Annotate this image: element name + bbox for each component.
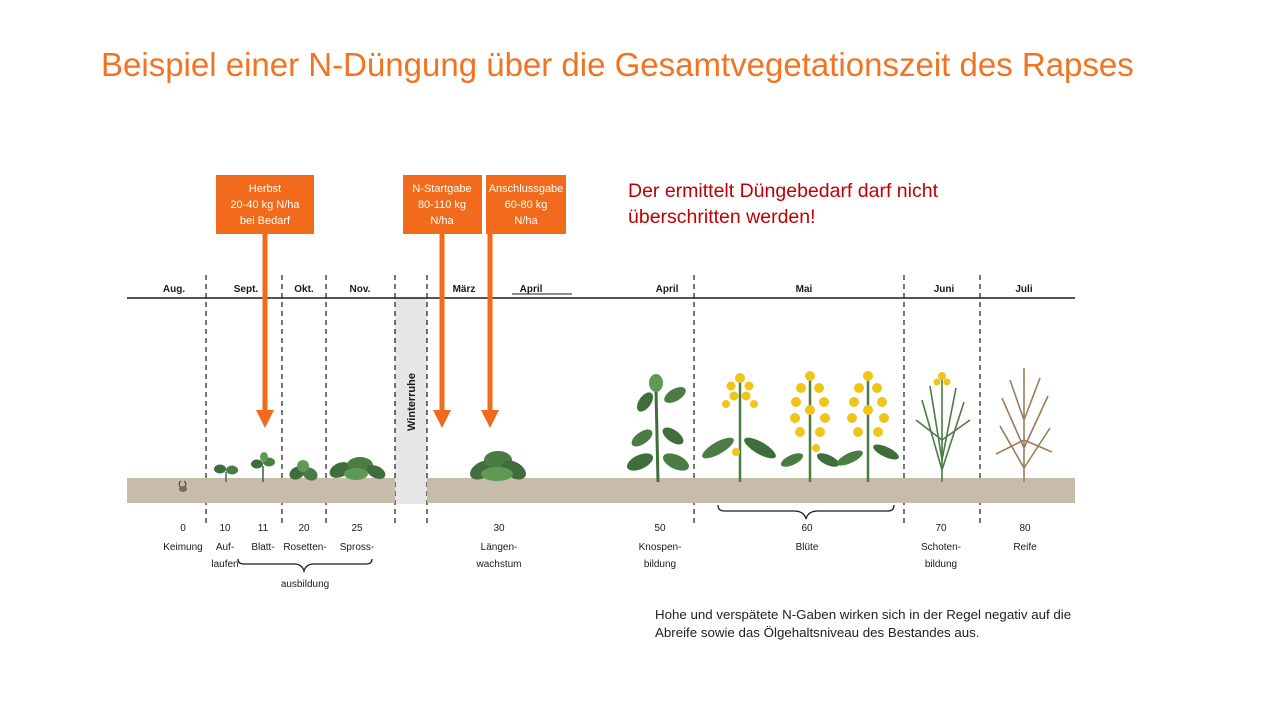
stage-label: Blüte xyxy=(796,542,819,553)
stage-label: laufen xyxy=(211,559,238,570)
stage-label: Keimung xyxy=(163,542,202,553)
month-label: Nov. xyxy=(350,284,371,295)
month-label: Mai xyxy=(796,284,813,295)
stage-code: 70 xyxy=(935,523,947,534)
stage-code: 25 xyxy=(351,523,363,534)
stage-label: Reife xyxy=(1013,542,1037,553)
application-box xyxy=(486,175,566,234)
warning-text: Der ermittelt Düngebedarf darf nicht übe… xyxy=(628,180,938,228)
plant-blatt xyxy=(251,452,275,482)
month-label: Okt. xyxy=(294,284,314,295)
stage-label: Rosetten- xyxy=(283,542,326,553)
plant-rosette xyxy=(289,460,318,481)
application-arrowhead xyxy=(433,410,451,428)
plant-schoten xyxy=(915,372,971,482)
stage-labels: Keimung Auf- laufen Blatt- Rosetten- Spr… xyxy=(163,542,1037,590)
application-label: Herbst xyxy=(249,183,281,195)
plant-reife xyxy=(995,368,1053,482)
month-label: Juni xyxy=(934,284,955,295)
application-n-startgabe: N-Startgabe 80-110 kg N/ha xyxy=(403,175,482,428)
stage-label: Schoten- xyxy=(921,542,961,553)
stage-label: wachstum xyxy=(475,559,521,570)
month-label: April xyxy=(520,284,543,295)
month-label: Juli xyxy=(1015,284,1032,295)
plant-auflaufen xyxy=(214,464,238,482)
stage-code: 50 xyxy=(654,523,666,534)
stage-codes: 0 10 11 20 25 30 50 60 70 80 xyxy=(180,523,1031,534)
plant-bluete-3 xyxy=(837,371,899,482)
month-label: Aug. xyxy=(163,284,185,295)
application-arrowhead xyxy=(256,410,274,428)
stage-label: bildung xyxy=(925,559,957,570)
application-label: 20-40 kg N/ha xyxy=(230,199,300,211)
month-label: Sept. xyxy=(234,284,259,295)
group-label: ausbildung xyxy=(281,579,329,590)
application-arrowhead xyxy=(481,410,499,428)
stage-code: 10 xyxy=(219,523,231,534)
stage-code: 80 xyxy=(1019,523,1031,534)
bluete-brace xyxy=(717,504,895,520)
application-herbst: Herbst 20-40 kg N/ha bei Bedarf xyxy=(216,175,314,428)
application-label: Anschlussgabe xyxy=(489,183,564,195)
application-label: N/ha xyxy=(514,215,538,227)
note-text: Hohe und verspätete N-Gaben wirken sich … xyxy=(655,607,1072,640)
application-label: 80-110 kg xyxy=(418,199,466,211)
stage-label: Längen- xyxy=(481,542,518,553)
month-axis: Aug. Sept. Okt. Nov. März April April Ma… xyxy=(127,284,1075,299)
stage-code: 11 xyxy=(258,523,269,534)
slide-title: Beispiel einer N-Düngung über die Gesamt… xyxy=(101,46,1134,83)
stage-label: Blatt- xyxy=(251,542,274,553)
application-anschlussgabe: Anschlussgabe 60-80 kg N/ha xyxy=(481,175,566,428)
plant-bluete-1 xyxy=(702,373,776,482)
application-label: N/ha xyxy=(430,215,454,227)
winter-rest-band xyxy=(395,298,427,504)
stage-label: Knospen- xyxy=(639,542,682,553)
plant-laengenwachstum xyxy=(470,451,526,481)
month-label: März xyxy=(453,284,476,295)
stage-label: bildung xyxy=(644,559,676,570)
plant-spross xyxy=(329,457,386,480)
application-box xyxy=(403,175,482,234)
stage-code: 20 xyxy=(298,523,310,534)
stage-label: Auf- xyxy=(216,542,234,553)
stage-code: 30 xyxy=(493,523,505,534)
stage-code: 60 xyxy=(801,523,813,534)
stage-code: 0 xyxy=(180,523,186,534)
application-label: N-Startgabe xyxy=(412,183,471,195)
application-label: bei Bedarf xyxy=(240,215,291,227)
winter-rest-label: Winterruhe xyxy=(406,373,418,431)
month-label: April xyxy=(656,284,679,295)
plant-keimung xyxy=(178,480,187,492)
application-label: 60-80 kg xyxy=(505,199,548,211)
application-box xyxy=(216,175,314,234)
stage-label: Spross- xyxy=(340,542,374,553)
plant-bluete-2 xyxy=(780,371,840,482)
soil-band xyxy=(427,478,1075,503)
ausbildung-brace xyxy=(237,558,373,574)
plant-knospen xyxy=(626,374,690,483)
soil-band xyxy=(127,478,395,503)
